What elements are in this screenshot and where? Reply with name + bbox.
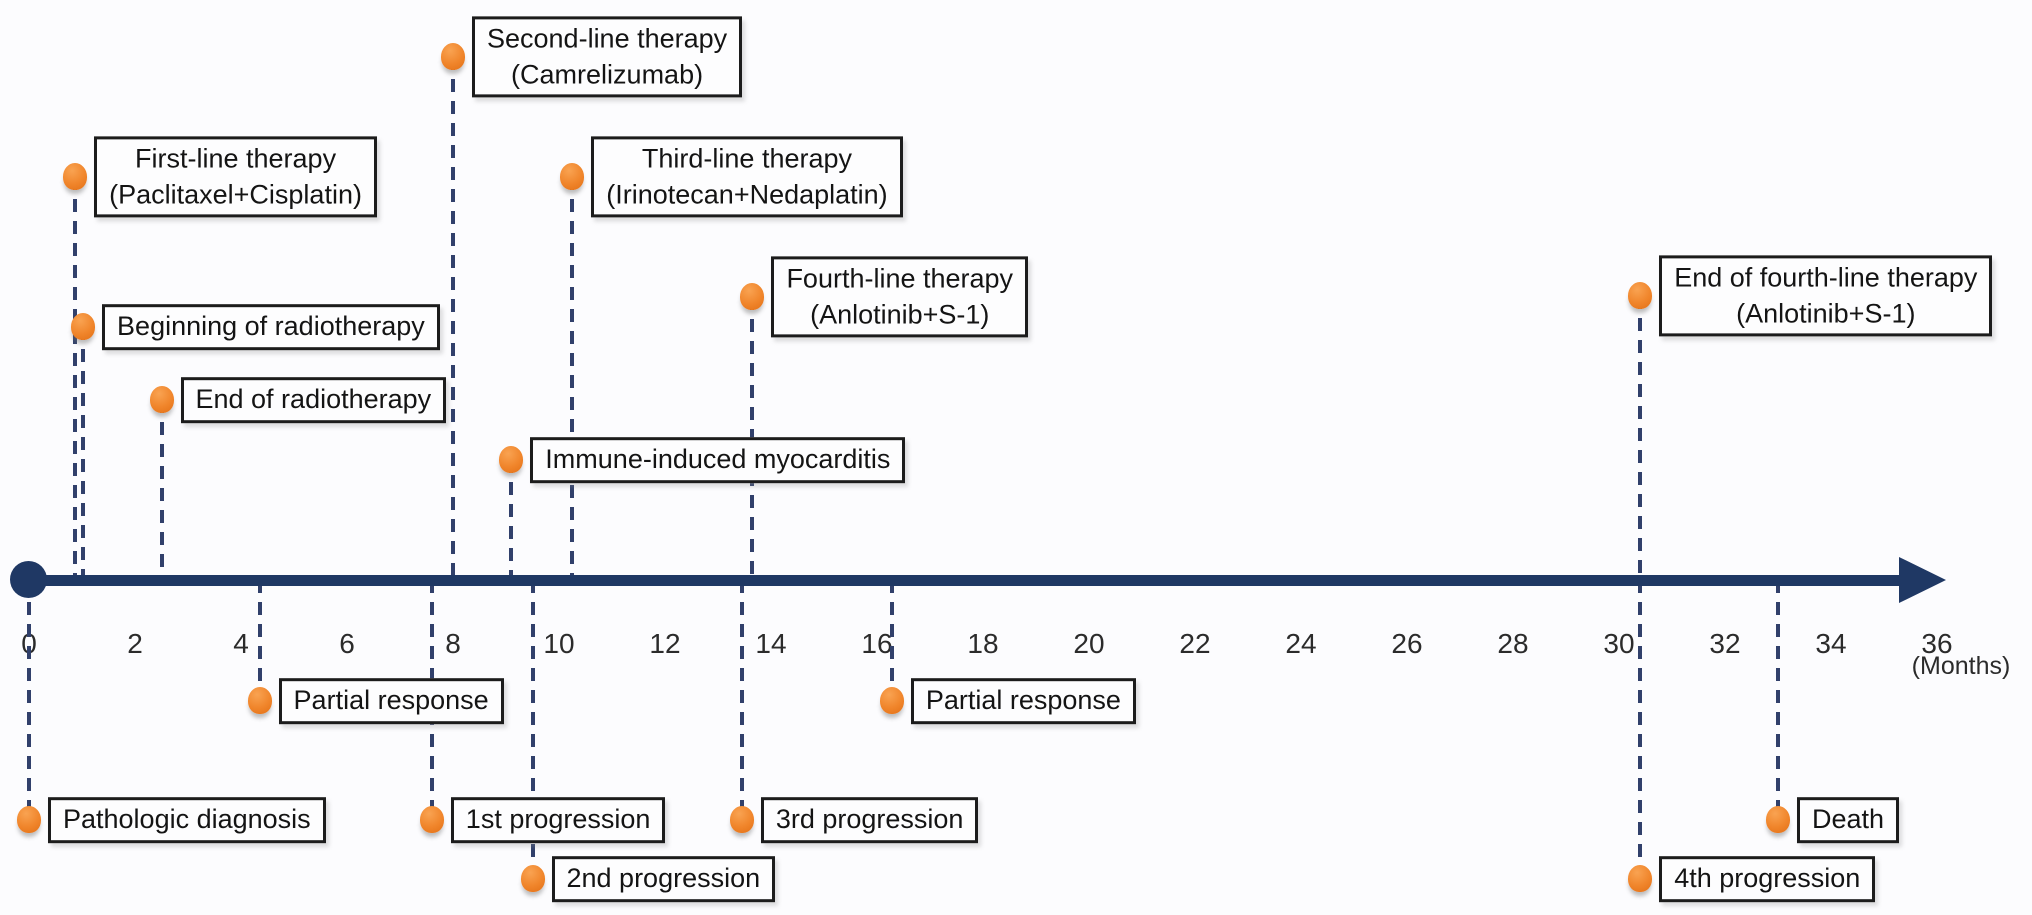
event-label-line: Second-line therapy <box>487 23 728 54</box>
axis-tick-label: 20 <box>1073 628 1105 659</box>
axis-tick-label: 34 <box>1815 628 1847 659</box>
event-label-line: Fourth-line therapy <box>786 263 1014 294</box>
axis-tick-label: 8 <box>445 628 461 659</box>
event-marker-dot <box>520 865 545 892</box>
event-marker-dot <box>247 687 272 714</box>
axis-origin-dot <box>10 561 47 598</box>
event-marker-dot <box>419 806 444 833</box>
event-label: Beginning of radiotherapy <box>102 304 440 350</box>
event-label: Partial response <box>278 678 504 724</box>
event-connector-line <box>509 460 514 580</box>
axis-unit-label: (Months) <box>1911 652 2011 680</box>
event-label-line: (Anlotinib+S-1) <box>1736 298 1916 328</box>
event-label: Pathologic diagnosis <box>48 797 326 843</box>
event-label-line: Immune-induced myocarditis <box>545 444 891 475</box>
event-label-line: 4th progression <box>1674 863 1861 894</box>
event-marker-dot <box>63 163 88 190</box>
event-label-line: End of radiotherapy <box>195 384 432 415</box>
event-connector-line <box>73 177 78 580</box>
event-label: 3rd progression <box>760 797 979 843</box>
axis-tick-label: 10 <box>543 628 575 659</box>
axis-tick-label: 0 <box>0 628 64 660</box>
event-label-line: Pathologic diagnosis <box>63 804 311 835</box>
event-connector-line <box>27 580 31 820</box>
event-label-line: 3rd progression <box>775 804 964 835</box>
event-label: 1st progression <box>450 797 666 843</box>
event-label-line: End of fourth-line therapy <box>1674 262 1978 293</box>
axis-tick-label: 36 <box>1921 628 1953 659</box>
event-connector-line <box>739 580 744 820</box>
event-label-line: (Irinotecan+Nedaplatin) <box>606 179 888 209</box>
event-label: Immune-induced myocarditis <box>530 437 906 483</box>
event-label: First-line therapy (Paclitaxel+Cisplatin) <box>94 136 377 218</box>
event-marker-dot <box>71 313 96 340</box>
axis-tick-label: 22 <box>1179 628 1211 659</box>
timeline-axis <box>29 575 1904 586</box>
event-label-line: Death <box>1812 804 1885 835</box>
axis-tick-label: 4 <box>233 628 249 659</box>
event-label-line: First-line therapy <box>135 143 337 174</box>
axis-tick-label: 16 <box>861 628 893 659</box>
event-label-line: Third-line therapy <box>641 143 852 174</box>
event-connector-line <box>530 580 535 879</box>
event-label: End of fourth-line therapy (Anlotinib+S-1… <box>1659 255 1993 337</box>
axis-arrowhead-icon <box>1899 557 1946 603</box>
event-label-line: 1st progression <box>465 804 651 835</box>
event-connector-line <box>451 57 455 580</box>
axis-tick-label: 12 <box>649 628 681 659</box>
axis-tick-label: 6 <box>339 628 355 659</box>
axis-tick-label: 24 <box>1285 628 1317 659</box>
axis-tick-label: 30 <box>1603 628 1635 659</box>
event-marker-dot <box>499 446 524 473</box>
event-label-line: Beginning of radiotherapy <box>117 311 425 342</box>
event-label: Third-line therapy (Irinotecan+Nedaplatin… <box>591 136 903 218</box>
event-label-line: (Paclitaxel+Cisplatin) <box>109 179 362 209</box>
event-label: Partial response <box>910 678 1136 724</box>
event-marker-dot <box>879 687 904 714</box>
event-marker-dot <box>1766 806 1790 833</box>
event-label-line: Partial response <box>925 685 1121 716</box>
event-connector-line <box>81 327 86 580</box>
event-label: Second-line therapy (Camrelizumab) <box>472 16 743 98</box>
event-label: Fourth-line therapy (Anlotinib+S-1) <box>771 256 1029 338</box>
event-connector-line <box>159 400 164 580</box>
event-connector-line <box>570 177 575 580</box>
event-label: Death <box>1797 797 1900 843</box>
axis-tick-label: 18 <box>967 628 999 659</box>
event-label-line: (Camrelizumab) <box>511 59 704 89</box>
event-connector-line <box>1638 580 1643 879</box>
event-connector-line <box>1638 296 1643 580</box>
event-marker-dot <box>149 386 174 413</box>
event-marker-dot <box>1628 865 1653 892</box>
event-marker-dot <box>1628 282 1653 309</box>
event-label-line: Partial response <box>293 685 489 716</box>
axis-tick-label: 2 <box>127 628 143 659</box>
event-label-line: (Anlotinib+S-1) <box>810 299 990 329</box>
axis-tick-label: 14 <box>755 628 787 659</box>
event-label-line: 2nd progression <box>566 863 761 894</box>
event-marker-dot <box>560 163 585 190</box>
event-marker-dot <box>729 806 754 833</box>
axis-tick-label: 28 <box>1497 628 1529 659</box>
axis-tick-label: 32 <box>1709 628 1741 659</box>
event-label: 4th progression <box>1659 856 1876 902</box>
event-marker-dot <box>441 43 465 70</box>
event-connector-line <box>257 580 262 701</box>
event-marker-dot <box>17 806 41 833</box>
event-connector-line <box>889 580 894 701</box>
event-label: End of radiotherapy <box>180 377 447 423</box>
event-label: 2nd progression <box>551 856 776 902</box>
event-connector-line <box>1776 580 1780 820</box>
event-marker-dot <box>740 283 765 310</box>
axis-tick-label: 26 <box>1391 628 1423 659</box>
